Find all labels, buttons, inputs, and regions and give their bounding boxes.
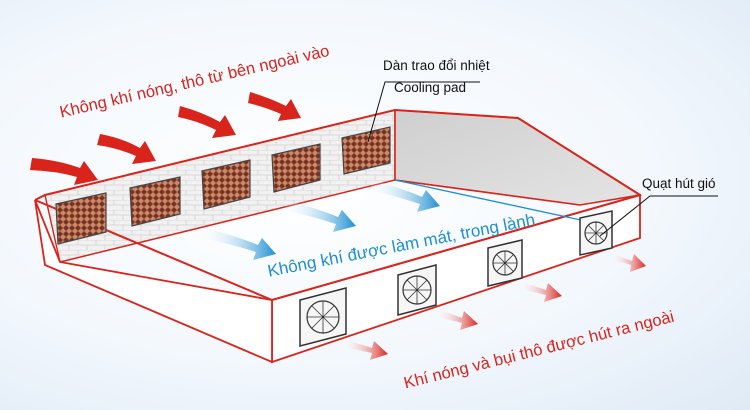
cooling-pad-icon: [55, 126, 391, 245]
exhaust-fan-label: Quạt hút gió: [642, 176, 716, 191]
cooling-pad-leader-line: [367, 81, 480, 143]
exhaust-arrow-icon: [343, 254, 646, 360]
interior-edge-lines: [59, 179, 581, 263]
blue-arrow-icon: [203, 180, 440, 260]
left-wall: [34, 199, 273, 364]
right-roof-panel: [394, 109, 643, 206]
cooling-pad-label-vi: Dàn trao đổi nhiệt: [383, 58, 490, 73]
red-arrow-icon: [30, 92, 301, 185]
exhaust-fan-icon: [299, 210, 613, 347]
interior-air-lines: [394, 179, 591, 223]
building-outline: [34, 108, 641, 302]
cooling-pad-label-en: Cooling pad: [394, 80, 467, 95]
exhaust-fan-leader-line: [599, 195, 718, 237]
